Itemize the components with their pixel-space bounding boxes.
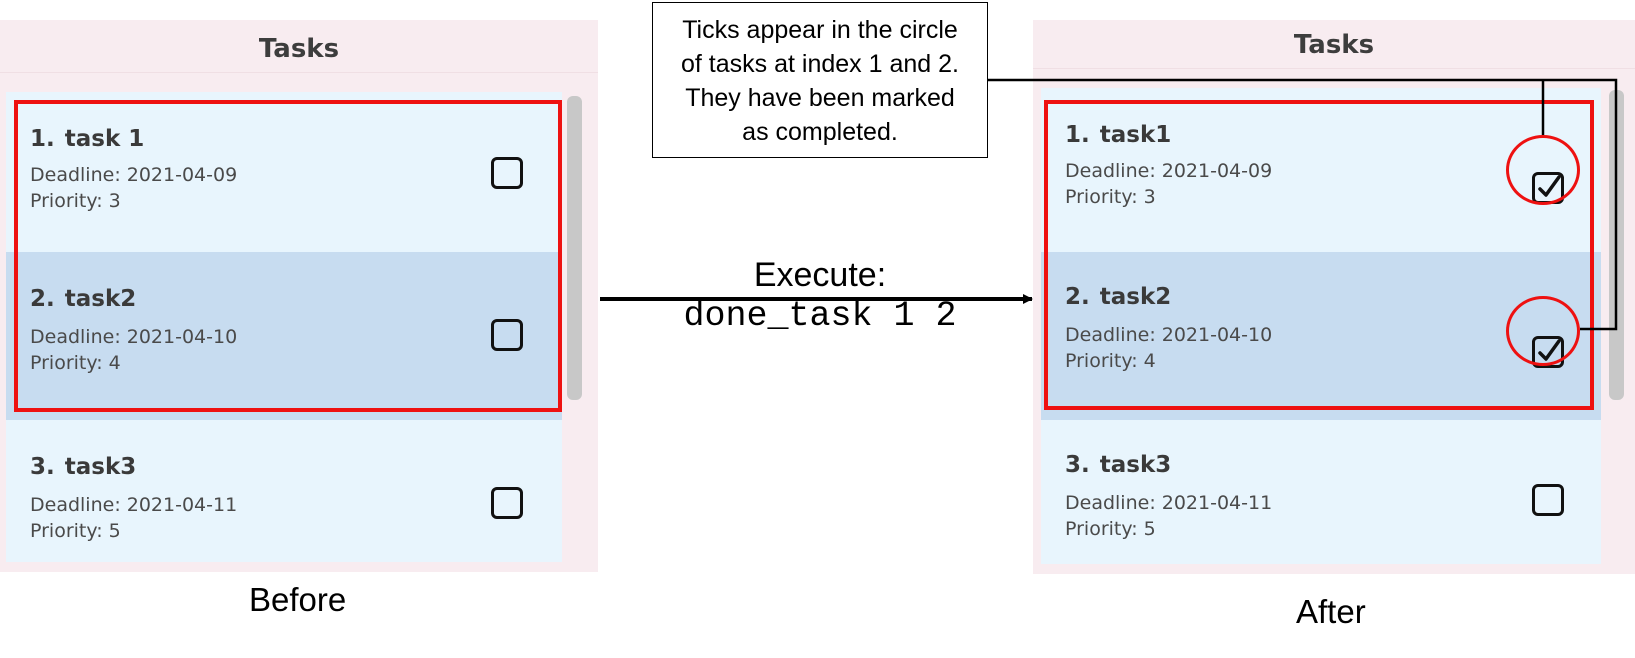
before-task-card-3[interactable]: 3. task3 Deadline: 2021-04-11 Priority: 5 bbox=[6, 420, 562, 562]
callout-line-4: as completed. bbox=[742, 118, 898, 146]
task-name: task2 bbox=[64, 286, 137, 312]
after-caption: After bbox=[1296, 593, 1366, 630]
callout-line-1: Ticks appear in the circle bbox=[682, 16, 958, 44]
empty-checkbox-icon[interactable] bbox=[491, 319, 523, 351]
highlight-box-before bbox=[14, 100, 562, 412]
task-title: 1. task 1 bbox=[30, 126, 144, 152]
before-caption: Before bbox=[249, 581, 347, 618]
task-list-scrollbar[interactable] bbox=[1609, 90, 1624, 400]
empty-checkbox-icon[interactable] bbox=[1532, 484, 1564, 516]
task-title: 3. task3 bbox=[1065, 452, 1171, 478]
task-priority: Priority: 5 bbox=[1065, 518, 1156, 540]
task-index: 3. bbox=[30, 454, 55, 480]
empty-checkbox-icon[interactable] bbox=[491, 157, 523, 189]
task-priority: Priority: 5 bbox=[30, 520, 121, 542]
task-deadline: Deadline: 2021-04-10 bbox=[30, 326, 238, 348]
task-priority: Priority: 4 bbox=[1065, 350, 1156, 372]
task-title: 2. task2 bbox=[30, 286, 136, 312]
before-panel-title: Tasks bbox=[258, 34, 340, 64]
highlight-circle-task-1 bbox=[1506, 135, 1580, 205]
task-index: 1. bbox=[30, 126, 55, 152]
callout-line-2: of tasks at index 1 and 2. bbox=[681, 50, 959, 78]
task-deadline: Deadline: 2021-04-11 bbox=[30, 494, 238, 516]
highlight-circle-task-2 bbox=[1506, 296, 1580, 366]
before-task-panel: Tasks 1. task 1 Deadline: 2021-04-09 Prio… bbox=[0, 20, 598, 572]
task-deadline: Deadline: 2021-04-11 bbox=[1065, 492, 1273, 514]
empty-checkbox-icon[interactable] bbox=[491, 487, 523, 519]
task-index: 3. bbox=[1065, 452, 1090, 478]
after-task-card-3[interactable]: 3. task3 Deadline: 2021-04-11 Priority: 5 bbox=[1041, 420, 1601, 564]
task-name: task3 bbox=[64, 454, 137, 480]
task-index: 2. bbox=[30, 286, 55, 312]
before-task-card-1[interactable]: 1. task 1 Deadline: 2021-04-09 Priority: … bbox=[6, 92, 562, 252]
explanation-callout: Ticks appear in the circle of tasks at i… bbox=[652, 2, 988, 158]
task-list-scrollbar[interactable] bbox=[567, 96, 582, 400]
highlight-box-after bbox=[1044, 100, 1594, 410]
task-name: task 1 bbox=[64, 126, 145, 152]
before-task-card-2[interactable]: 2. task2 Deadline: 2021-04-10 Priority: 4 bbox=[6, 252, 562, 420]
task-priority: Priority: 3 bbox=[30, 190, 121, 212]
task-title: 3. task3 bbox=[30, 454, 136, 480]
after-panel-title: Tasks bbox=[1293, 30, 1375, 60]
title-divider bbox=[1033, 68, 1635, 69]
task-priority: Priority: 4 bbox=[30, 352, 121, 374]
task-name: task3 bbox=[1099, 452, 1172, 478]
title-divider bbox=[0, 72, 598, 73]
callout-line-3: They have been marked bbox=[685, 84, 955, 112]
task-deadline: Deadline: 2021-04-09 bbox=[30, 164, 238, 186]
execute-label: Execute: bbox=[753, 256, 887, 294]
command-text: done_task 1 2 bbox=[683, 296, 957, 336]
